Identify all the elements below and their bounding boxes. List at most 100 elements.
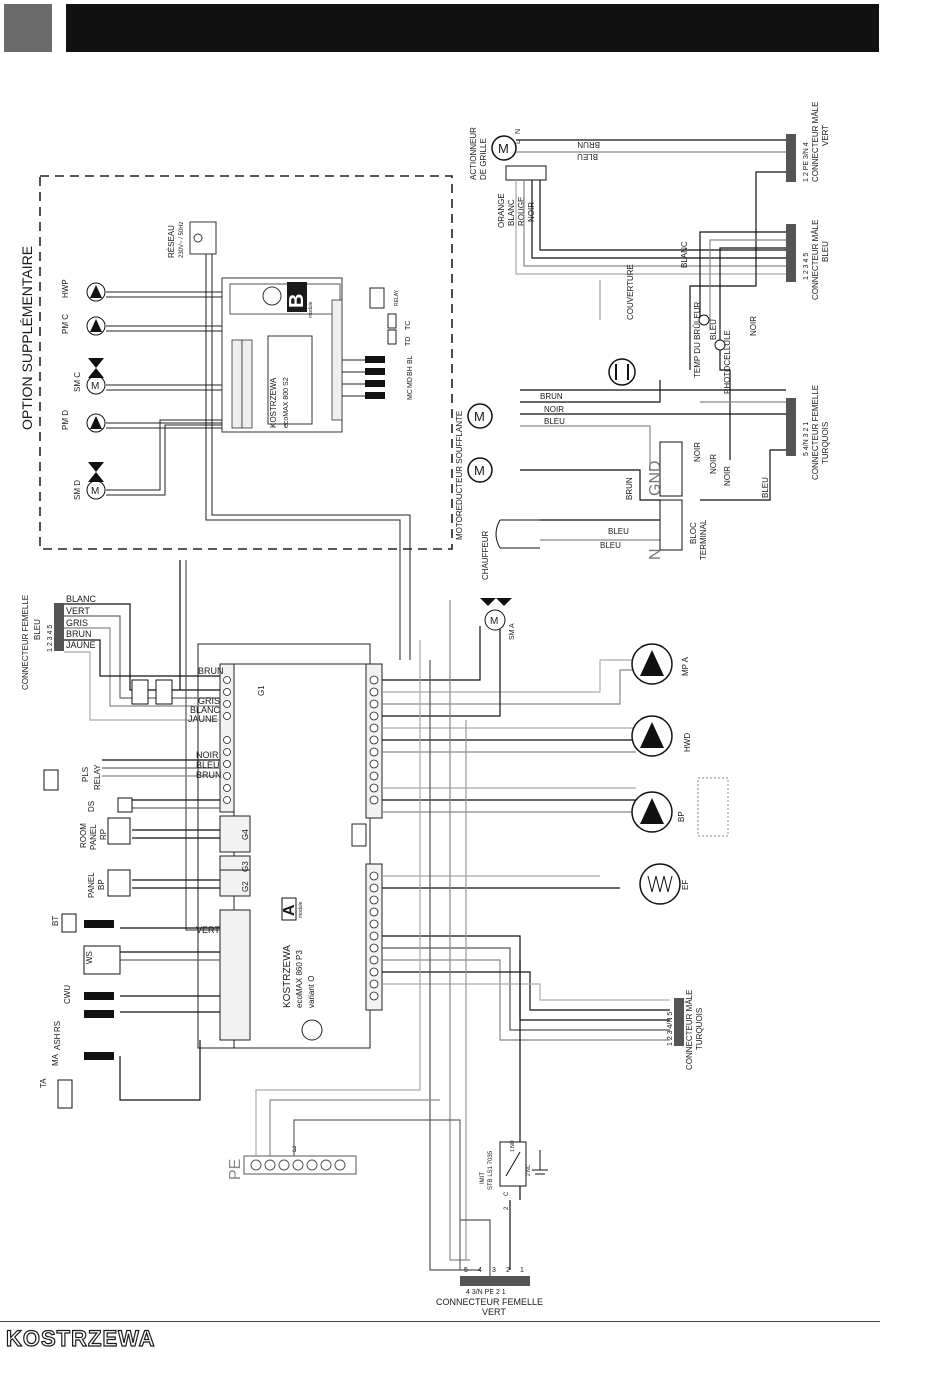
device-hwp: HWP xyxy=(61,279,70,298)
connector-turquois-femelle-color: TURQUOIS xyxy=(821,422,830,464)
periph-ta: TA xyxy=(39,1078,48,1088)
option-relay: RELAY xyxy=(394,289,400,306)
header-accent-square xyxy=(4,4,52,52)
bleu-femelle-wire-jaune: JAUNE xyxy=(66,640,96,650)
connector-bleu-male-pins: 1 2 3 4 5 xyxy=(803,253,810,280)
pin-n: N xyxy=(515,129,522,134)
bleu-temp-label: BLEU xyxy=(709,319,718,340)
connector-turquois-male-pins: 1 2 3 4/N 5 xyxy=(667,1012,674,1046)
connector-vert-femelle-body xyxy=(460,1276,530,1286)
sensor-bh: BH xyxy=(407,366,414,376)
periph-panel-bp: PANEL xyxy=(87,872,96,898)
port-g4 xyxy=(219,815,251,853)
port-label-g2: G2 xyxy=(241,881,250,892)
sensor-mc: MC xyxy=(407,389,414,400)
gnd-label: GND xyxy=(647,460,664,496)
terminal-wire-bleu-3: BLEU xyxy=(761,477,770,498)
main-right-wires xyxy=(382,600,670,1271)
fan-ef-icon xyxy=(639,863,681,905)
kostrzewa-logo: KOSTRZEWA xyxy=(5,1325,156,1351)
connector-turquois-femelle-body xyxy=(786,398,796,456)
blower-wire-bleu: BLEU xyxy=(544,417,565,426)
stb-pin-c: C xyxy=(504,1191,510,1196)
periph-cwu: CWU xyxy=(63,985,72,1004)
stb-pin-2: 2 xyxy=(504,1206,510,1210)
main-terminal-screws xyxy=(223,675,379,1001)
vert-femelle-top-1: 1 xyxy=(520,1267,524,1274)
terminal-wire-bleu-2: BLEU xyxy=(600,541,621,550)
temp-label: TEMP DU BRÛLEUR xyxy=(693,301,702,378)
pe-bar-screws xyxy=(250,1159,346,1171)
burner-wires xyxy=(515,139,786,541)
module-b-badge xyxy=(287,282,307,312)
capacitor-icon xyxy=(608,358,636,386)
wire-top-blanc: BLANC xyxy=(190,705,221,715)
actuator-wire-rouge: ROUGE xyxy=(517,197,526,226)
connector-turquois-male-title: CONNECTEUR MÂLE xyxy=(685,990,694,1070)
terminal-wire-noir-2: NOIR xyxy=(709,454,718,474)
device-smc: SM C xyxy=(73,372,82,392)
device-pmc: PM C xyxy=(61,314,70,334)
main-badge xyxy=(281,897,297,921)
blower-wire-noir: NOIR xyxy=(544,405,564,414)
svg-text:M: M xyxy=(498,141,509,156)
main-variant: variant O xyxy=(307,976,316,1008)
svg-text:M: M xyxy=(474,463,485,478)
connector-turquois-femelle-pins: 5 4/N 3 2 1 xyxy=(803,422,810,456)
wire-mid-brun: BRUN xyxy=(196,770,222,780)
connector-bleu-femelle-pins: 1 2 3 4 5 xyxy=(47,625,54,652)
blanc-label: BLANC xyxy=(680,241,689,268)
mains-terminal xyxy=(189,221,217,255)
heater-element xyxy=(500,519,540,549)
stb-earth-icon xyxy=(532,1150,548,1175)
wire-top-brun: BRUN xyxy=(198,666,224,676)
wire-mid-noir: NOIR xyxy=(196,750,219,760)
sensor-bl: BL xyxy=(407,355,414,364)
blower-motor-icon xyxy=(467,403,493,429)
pe-label: PE xyxy=(227,1159,244,1180)
connector-bleu-male-color: BLEU xyxy=(821,241,830,262)
connector-vert-femelle-color: VERT xyxy=(482,1307,506,1317)
connector-vert-femelle-pins: 4 3/N PE 2 1 xyxy=(466,1289,506,1296)
periph-rs: RS xyxy=(53,1021,62,1032)
option-frame xyxy=(39,175,453,550)
sensor-lambda-box xyxy=(155,679,173,705)
svg-text:M: M xyxy=(490,616,498,627)
main-badge-letter: A xyxy=(281,904,298,916)
stb-label-2: STB LS1 7035 xyxy=(488,1150,494,1190)
actuator-motor-icon xyxy=(491,135,517,161)
heater-label: CHAUFFEUR xyxy=(481,530,490,580)
periph-ash: ASH xyxy=(53,1033,62,1050)
main-right-icons: M xyxy=(480,598,729,905)
connector-vert-femelle-title: CONNECTEUR FEMELLE xyxy=(436,1297,543,1307)
actuator-wire-blanc: BLANC xyxy=(507,199,516,226)
vert-femelle-top-4: 4 xyxy=(478,1267,482,1274)
terminal-label-1: BLOC xyxy=(689,522,698,544)
vert-femelle-top-3: 3 xyxy=(492,1267,496,1274)
header-bar xyxy=(66,4,879,52)
mains-label: RÉSEAU xyxy=(167,225,176,258)
periph-ma: MA xyxy=(51,1053,60,1066)
option-sensors xyxy=(365,356,385,399)
sensor-tc: TC xyxy=(405,321,412,330)
n-label: N xyxy=(647,548,664,560)
main-fuse xyxy=(351,823,367,847)
bleu-femelle-wire-blanc: BLANC xyxy=(66,594,97,604)
periph-panel-rp: PANEL xyxy=(89,824,98,850)
sensor-md: MD xyxy=(407,377,414,388)
module-b-screw xyxy=(262,286,282,306)
bottom-wires xyxy=(255,640,491,1276)
top-wire-brun: BRUN xyxy=(577,140,600,149)
periph-rp: RP xyxy=(99,829,108,840)
pin-l: L xyxy=(515,140,522,144)
terminal-label-2: TERMINAL xyxy=(699,519,708,560)
module-b-terminals xyxy=(231,299,343,429)
bleu-femelle-wire-brun: BRUN xyxy=(66,629,92,639)
connector-turquois-male-body xyxy=(674,998,684,1046)
periph-relay: RELAY xyxy=(93,764,102,790)
n-terminal xyxy=(659,499,683,551)
module-b-brand: KOSTRZEWA xyxy=(269,377,278,428)
out-mpa: MP A xyxy=(681,656,690,676)
sensor-b-box xyxy=(131,679,149,705)
